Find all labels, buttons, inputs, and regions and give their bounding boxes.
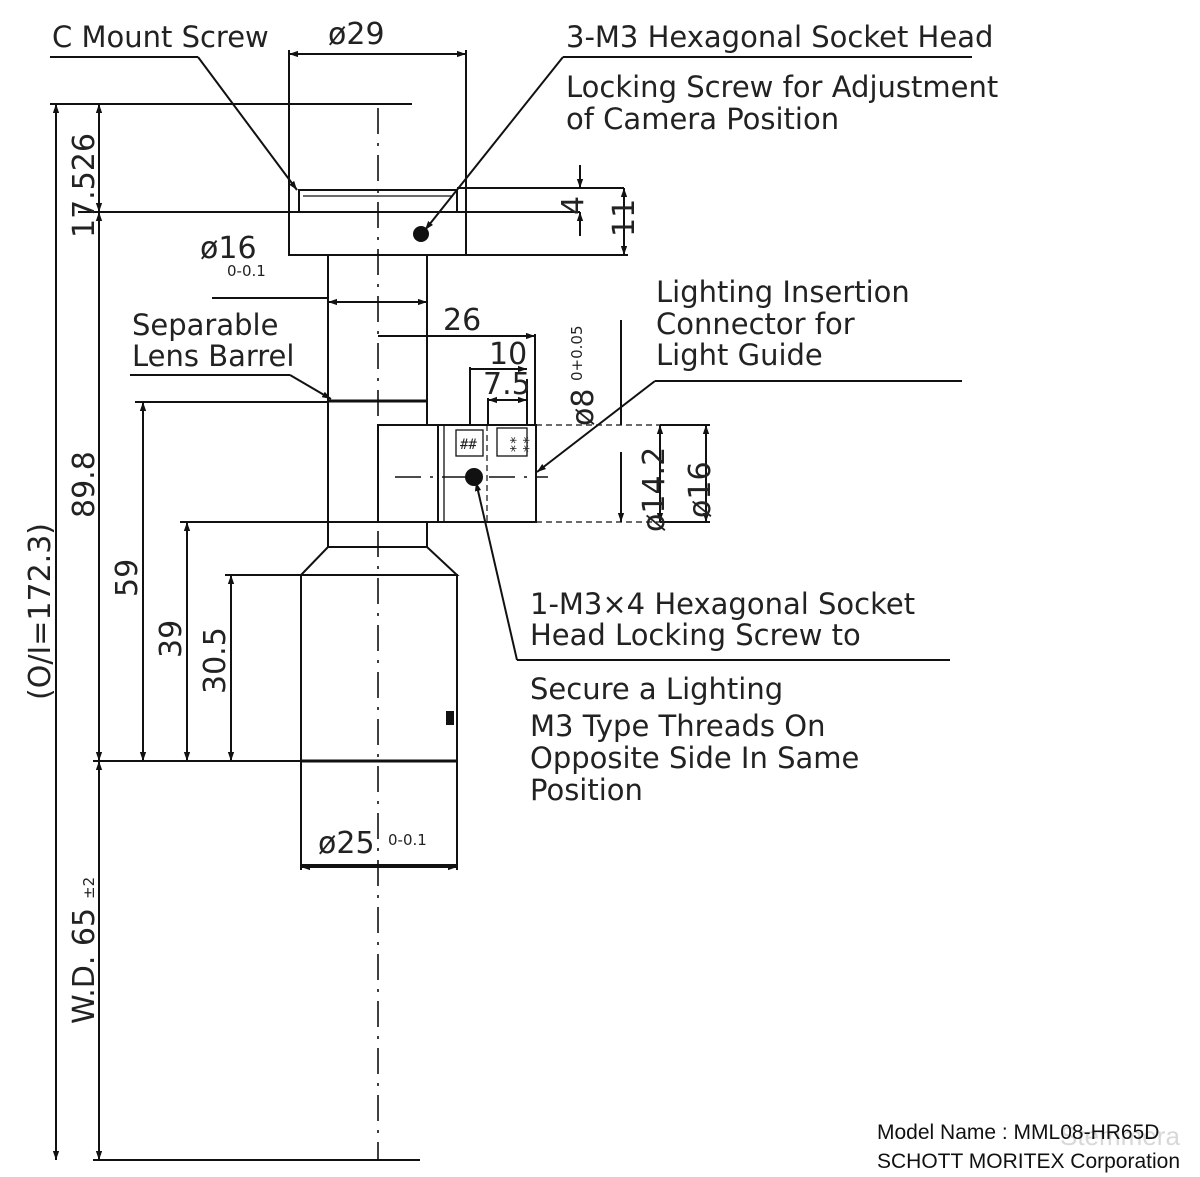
extension-lines (50, 50, 710, 1161)
thread-note-line2: Opposite Side In Same (530, 741, 859, 775)
screw3-note-line2: Locking Screw for Adjustment (566, 70, 998, 104)
lighting-note-line2: Connector for (656, 307, 855, 341)
dim-oi: (O/I=172.3) (23, 523, 58, 700)
lower-barrel (300, 574, 458, 866)
dim-phi25-tol: 0-0.1 (388, 831, 427, 849)
dim-59: 59 (110, 559, 145, 597)
screw1-note-line1: 1-M3×4 Hexagonal Socket (530, 587, 915, 621)
thread-note-line3: Position (530, 773, 643, 807)
side-thread-mark (446, 711, 454, 725)
dim-phi8: ø8 (566, 389, 601, 426)
marking-box-hash (455, 429, 484, 457)
dim-4: 4 (556, 196, 591, 215)
locking-screw-socket (465, 468, 483, 486)
dim-39: 39 (154, 620, 189, 658)
dim-30-5: 30.5 (198, 627, 233, 694)
marking-hash: ## (460, 437, 477, 453)
screw3-note-line3: of Camera Position (566, 102, 839, 136)
footer-model-name: Model Name : MML08-HR65D (877, 1121, 1159, 1144)
dim-phi25: ø25 (318, 826, 375, 861)
dim-phi29: ø29 (328, 17, 385, 52)
dim-7-5: 7.5 (483, 367, 531, 402)
dimension-lines (52, 50, 710, 1160)
dim-17526: 17.526 (67, 133, 102, 238)
barrel-taper (298, 546, 460, 576)
dim-phi14-2: ø14.2 (637, 447, 672, 532)
marking-stars-2: ** (515, 436, 531, 453)
leader-lines (50, 56, 972, 661)
dim-11: 11 (607, 199, 642, 237)
marking-stars-1: ** (502, 436, 518, 453)
thread-note-line1: M3 Type Threads On (530, 709, 825, 743)
marking-box-stars (496, 427, 528, 457)
lighting-housing (377, 424, 439, 523)
dim-phi16-main-tol: 0-0.1 (227, 262, 266, 280)
dim-phi8-tol: 0+0.05 (568, 325, 586, 381)
dim-phi16-main: ø16 (200, 231, 257, 266)
dim-phi16-side: ø16 (683, 461, 718, 518)
lighting-note-line3: Light Guide (656, 338, 823, 372)
dim-10: 10 (489, 337, 527, 372)
c-mount-screw-label: C Mount Screw (52, 20, 269, 54)
separable-note-line1: Separable (132, 308, 278, 342)
watermark: Stemmera (1060, 1121, 1180, 1151)
dim-working-distance: W.D. 65 (67, 908, 102, 1024)
screw1-note-line2: Head Locking Screw to (530, 618, 861, 652)
lighting-note-line1: Lighting Insertion (656, 275, 910, 309)
dim-89-8: 89.8 (67, 451, 102, 518)
screw3-note-line1: 3-M3 Hexagonal Socket Head (566, 20, 993, 54)
screw1-note-line3: Secure a Lighting (530, 672, 783, 706)
separable-note-line2: Lens Barrel (132, 339, 294, 373)
dim-working-distance-tol: ±2 (80, 877, 98, 899)
dim-26: 26 (443, 303, 481, 338)
footer-company: SCHOTT MORITEX Corporation (877, 1150, 1180, 1173)
